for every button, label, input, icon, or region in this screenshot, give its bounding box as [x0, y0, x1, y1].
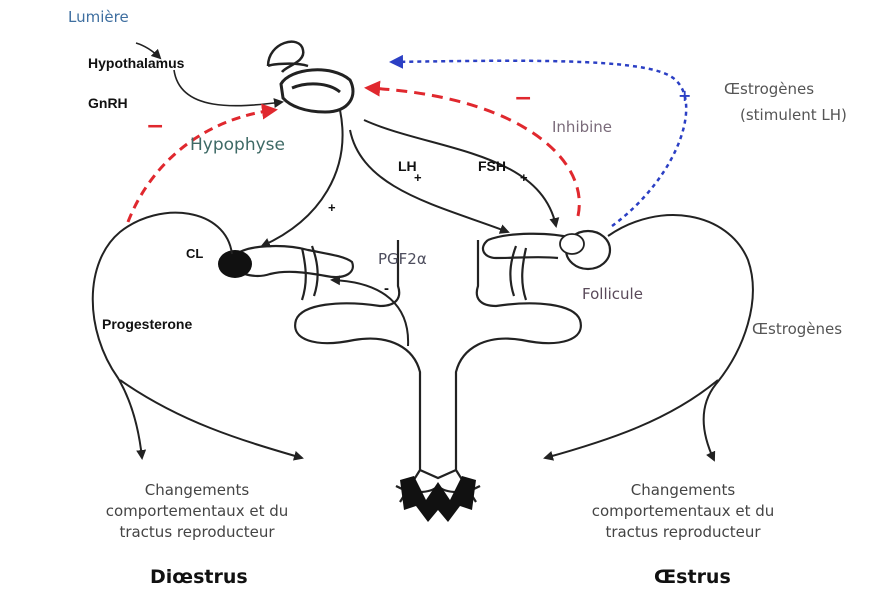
changes-left-line-1: Changements	[72, 480, 322, 501]
estrogen-to-changes-arrow	[545, 380, 718, 458]
label-stimulent-lh: (stimulent LH)	[740, 106, 847, 124]
label-gnrh: GnRH	[88, 95, 128, 111]
changes-right-line-3: tractus reproducteur	[558, 522, 808, 543]
uterus-shape	[295, 240, 581, 502]
inhibine-feedback-arrow	[368, 88, 579, 216]
label-cl: CL	[186, 246, 203, 261]
label-inhibine: Inhibine	[552, 118, 612, 136]
left-ovary	[234, 246, 353, 277]
right-ovary	[483, 234, 572, 258]
label-progesterone: Progesterone	[102, 316, 192, 332]
follicle-small	[560, 234, 584, 254]
label-estrogenes-top: Œstrogènes	[724, 80, 814, 98]
sign-plus-lh: +	[414, 170, 422, 185]
cervix	[400, 476, 476, 522]
label-follicule: Follicule	[582, 285, 643, 303]
gnrh-arrow	[174, 70, 282, 106]
changes-right-line-2: comportementaux et du	[558, 501, 808, 522]
changes-left-line-3: tractus reproducteur	[72, 522, 322, 543]
phase-diestrus: Diœstrus	[150, 566, 248, 588]
lh-to-cl-arrow	[262, 110, 343, 246]
lh-to-follicle-arrow	[350, 130, 508, 232]
sign-minus-left: −	[146, 114, 164, 139]
label-hypophyse: Hypophyse	[190, 135, 285, 155]
progesterone-loop	[93, 213, 232, 458]
sign-plus-left-ovary: +	[328, 200, 336, 215]
sign-minus-pgf: -	[384, 280, 389, 297]
changes-right-line-1: Changements	[558, 480, 808, 501]
pituitary-gland	[281, 70, 353, 112]
progesterone-to-changes-arrow	[120, 380, 302, 458]
label-pgf2a: PGF2α	[378, 250, 427, 268]
estrogen-loop	[608, 215, 753, 460]
hypothalamus-shape	[268, 42, 308, 72]
changes-left-line-2: comportementaux et du	[72, 501, 322, 522]
corpus-luteum	[218, 250, 252, 278]
pgf2a-arrow	[332, 280, 408, 346]
label-hypothalamus: Hypothalamus	[88, 55, 184, 71]
label-lumiere: Lumière	[68, 8, 129, 26]
label-estrogenes-right: Œstrogènes	[752, 320, 842, 338]
changes-right: Changements comportementaux et du tractu…	[558, 480, 808, 543]
sign-plus-fsh: +	[520, 170, 528, 185]
changes-left: Changements comportementaux et du tractu…	[72, 480, 322, 543]
sign-plus-estrogen: +	[678, 86, 691, 105]
label-fsh: FSH	[478, 158, 506, 174]
sign-minus-inhibine: −	[514, 86, 532, 111]
phase-estrus: Œstrus	[654, 566, 731, 588]
